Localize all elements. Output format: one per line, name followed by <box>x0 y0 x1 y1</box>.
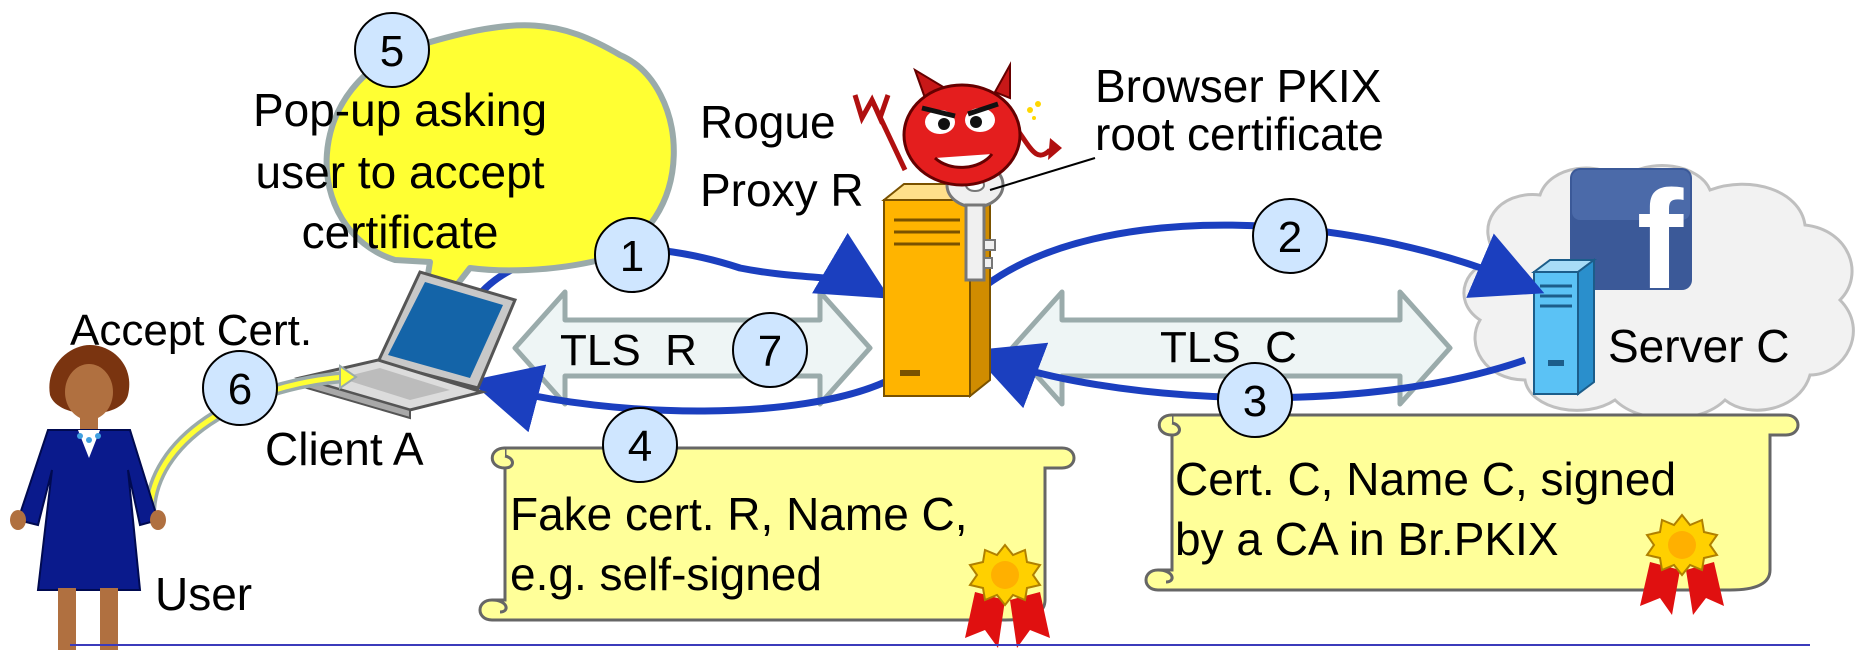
popup-text-line3: certificate <box>302 206 499 258</box>
root-cert-label-line2: root certificate <box>1095 108 1384 160</box>
devil-icon <box>852 61 1062 187</box>
popup-speech-bubble <box>323 22 677 338</box>
root-cert-label-line1: Browser PKIX <box>1095 60 1381 112</box>
client-a-label: Client A <box>265 423 424 475</box>
svg-text:5: 5 <box>380 27 404 76</box>
svg-text:4: 4 <box>628 422 652 471</box>
step-circle-4: 4 <box>602 407 678 483</box>
flow-arrow-4 <box>469 364 887 433</box>
real-cert-text-line1: Cert. C, Name C, signed <box>1175 453 1676 505</box>
facebook-logo-icon: f <box>1570 161 1692 318</box>
step-circle-1: 1 <box>594 217 670 293</box>
popup-text-line1: Pop-up asking <box>253 84 547 136</box>
flow-arrow-2 <box>982 221 1545 298</box>
tls-c-double-arrow <box>1009 289 1453 407</box>
user-figure-icon <box>10 345 166 650</box>
svg-text:7: 7 <box>758 327 782 376</box>
rogue-label-line1: Rogue <box>700 96 836 148</box>
facebook-letter: f <box>1637 161 1684 318</box>
svg-text:1: 1 <box>620 232 644 281</box>
step-circle-3: 3 <box>1217 362 1293 438</box>
step-circle-2: 2 <box>1252 198 1328 274</box>
root-cert-pointer <box>989 157 1096 191</box>
rogue-proxy-server-icon <box>881 181 993 399</box>
popup-text-line2: user to accept <box>256 146 545 198</box>
rogue-label-line2: Proxy R <box>700 164 864 216</box>
svg-text:2: 2 <box>1278 213 1302 262</box>
step-circle-7: 7 <box>732 312 808 388</box>
step-circle-5: 5 <box>354 12 430 88</box>
server-c-label: Server C <box>1608 320 1789 372</box>
real-cert-scroll <box>1144 413 1800 592</box>
tls-r-label: TLS R <box>560 326 697 375</box>
svg-text:3: 3 <box>1243 377 1267 426</box>
fake-cert-text-line1: Fake cert. R, Name C, <box>510 488 968 540</box>
svg-text:6: 6 <box>228 365 252 414</box>
real-cert-text-line2: by a CA in Br.PKIX <box>1175 513 1559 565</box>
real-cert-seal-icon <box>1640 513 1724 615</box>
fake-cert-seal-icon <box>965 543 1050 648</box>
laptop-icon <box>294 270 518 420</box>
user-label: User <box>155 568 252 620</box>
fake-cert-text-line2: e.g. self-signed <box>510 548 822 600</box>
accept-cert-label: Accept Cert. <box>70 306 312 355</box>
step-circle-6: 6 <box>202 350 278 426</box>
server-c-icon <box>1531 258 1597 396</box>
tls-c-label: TLS C <box>1160 323 1297 372</box>
